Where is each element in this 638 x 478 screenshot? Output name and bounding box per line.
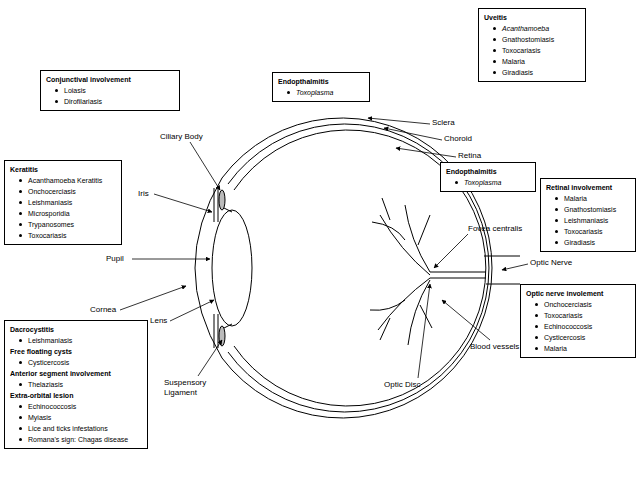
box-heading: Free floating cysts: [10, 346, 143, 357]
box-heading: Uveitis: [484, 12, 581, 23]
box-heading: Extra-orbital lesion: [10, 390, 143, 401]
list-item: Malaria: [526, 343, 631, 354]
list-item: Myiasis: [10, 412, 143, 423]
box-heading: Anterior segment involvement: [10, 368, 143, 379]
list-item: Romana's sign: Chagas disease: [10, 434, 143, 445]
list-item: Toxocariasis: [526, 310, 631, 321]
list-item: Leishmaniasis: [546, 215, 631, 226]
box-heading: Dacrocystitis: [10, 324, 143, 335]
info-box: KeratitisAcanthamoeba KeratitisOnchocerc…: [4, 160, 122, 245]
list-item: Malaria: [546, 193, 631, 204]
box-heading: Retinal involvement: [546, 182, 631, 193]
box-heading: Optic nerve involement: [526, 288, 631, 299]
list-item: Acanthamoeba: [484, 23, 581, 34]
list-item: Cysticercosis: [10, 357, 143, 368]
list-item: Dirofilariasis: [46, 96, 175, 107]
list-item: Leishmaniasis: [10, 197, 117, 208]
part-label: Fovea centralis: [468, 224, 522, 234]
list-item: Echinococcosis: [526, 321, 631, 332]
part-label: Suspensory Ligament: [164, 378, 214, 398]
list-item: Leishmaniasis: [10, 335, 143, 346]
list-item: Toxoplasma: [278, 87, 365, 98]
info-box: Retinal involvementMalariaGnathostomiasi…: [540, 178, 636, 252]
part-label: Choroid: [444, 134, 472, 144]
part-label: Optic Disc: [384, 380, 420, 390]
box-heading: Conjunctival involvement: [46, 74, 175, 85]
info-box: EndopthalmitisToxoplasma: [272, 72, 370, 102]
list-item: Acanthamoeba Keratitis: [10, 175, 117, 186]
list-item: Echinococcosis: [10, 401, 143, 412]
part-label: Cornea: [90, 305, 116, 315]
list-item: Lice and ticks infestations: [10, 423, 143, 434]
list-item: Malaria: [484, 56, 581, 67]
part-label: Lens: [150, 316, 167, 326]
list-item: Onchocerciasis: [10, 186, 117, 197]
info-box: UveitisAcanthamoebaGnathostomiasisToxoca…: [478, 8, 586, 82]
info-box: Optic nerve involementOnchocerciasisToxo…: [520, 284, 636, 358]
list-item: Gnathostomiasis: [484, 34, 581, 45]
list-item: Trypanosomes: [10, 219, 117, 230]
list-item: Toxocariasis: [10, 230, 117, 241]
part-label: Pupil: [106, 254, 124, 264]
info-box: EndopthalmitisToxoplasma: [440, 162, 536, 192]
box-heading: Keratitis: [10, 164, 117, 175]
part-label: Ciliary Body: [160, 132, 203, 142]
leader-lines: [120, 118, 528, 378]
list-item: Toxoplasma: [446, 177, 531, 188]
list-item: Loiasis: [46, 85, 175, 96]
list-item: Toxocariasis: [484, 45, 581, 56]
list-item: Gnathostomiasis: [546, 204, 631, 215]
list-item: Onchocerciasis: [526, 299, 631, 310]
list-item: Thelaziasis: [10, 379, 143, 390]
part-label: Blood vessels: [470, 342, 519, 352]
list-item: Toxocariasis: [546, 226, 631, 237]
part-label: Retina: [458, 151, 481, 161]
info-box: DacrocystitisLeishmaniasisFree floating …: [4, 320, 148, 449]
list-item: Giradiasis: [484, 67, 581, 78]
list-item: Cysticercosis: [526, 332, 631, 343]
box-heading: Endopthalmitis: [446, 166, 531, 177]
part-label: Iris: [138, 189, 149, 199]
list-item: Giradiasis: [546, 237, 631, 248]
box-heading: Endopthalmitis: [278, 76, 365, 87]
list-item: Microsporidia: [10, 208, 117, 219]
part-label: Optic Nerve: [530, 258, 572, 268]
info-box: Conjunctival involvementLoiasisDirofilar…: [40, 70, 180, 111]
part-label: Sclera: [432, 118, 455, 128]
